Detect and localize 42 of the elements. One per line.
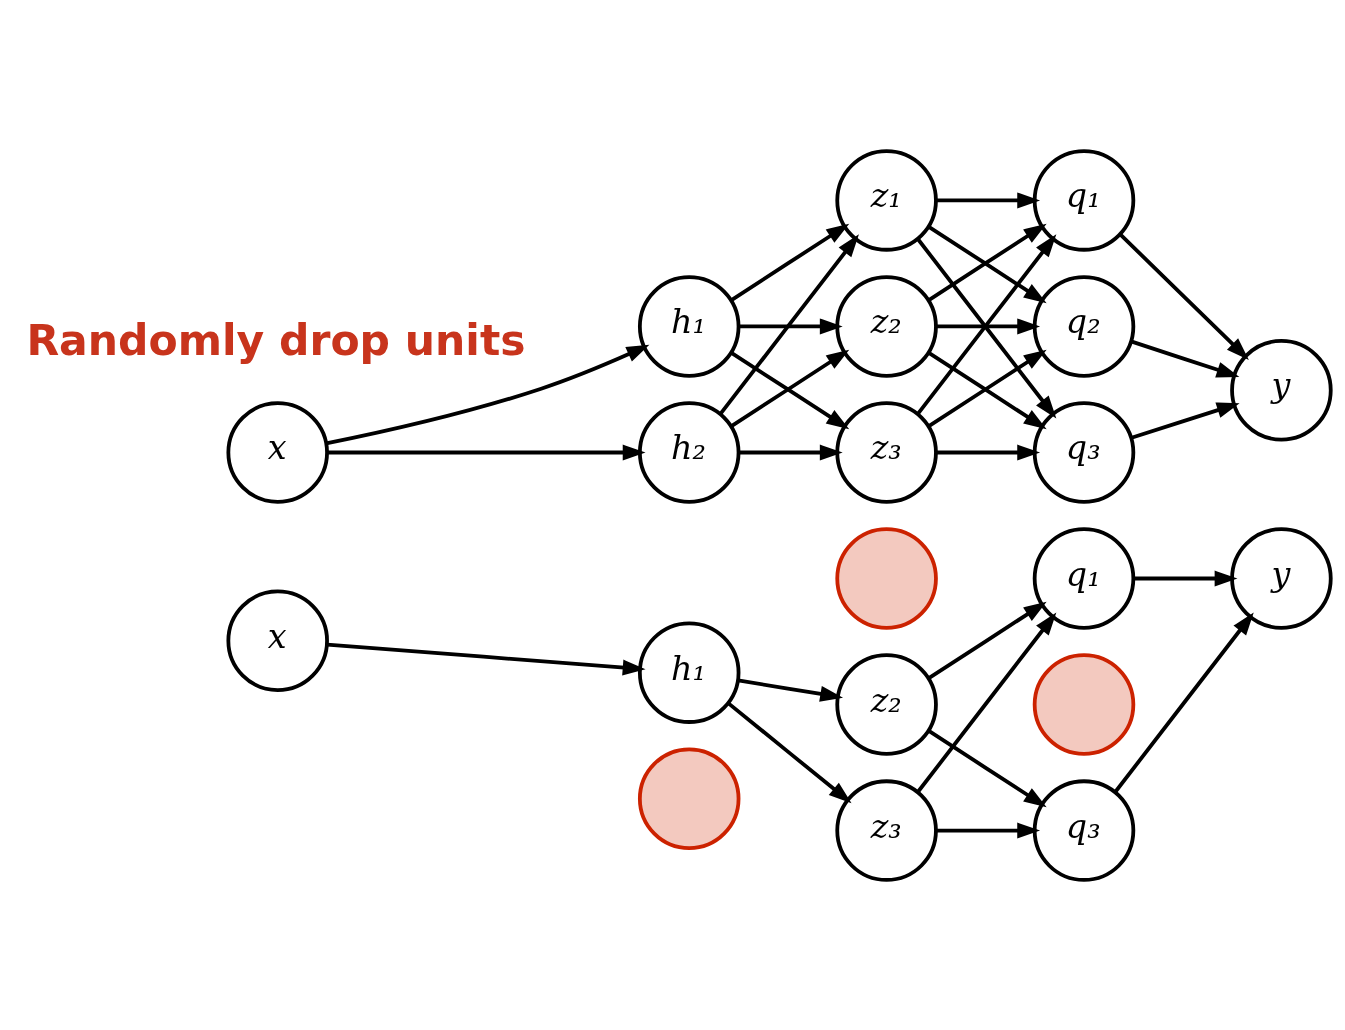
node-circle: q₃ bbox=[1032, 400, 1136, 504]
node-circle: q₁ bbox=[1032, 526, 1136, 630]
arrow bbox=[1130, 339, 1240, 377]
arrow bbox=[325, 344, 650, 445]
node-circle: y bbox=[1230, 338, 1333, 441]
node-circle: x bbox=[226, 400, 329, 504]
arrow bbox=[737, 678, 844, 702]
arrow bbox=[738, 317, 843, 334]
arrow bbox=[738, 444, 843, 460]
node-circle: z₂ bbox=[835, 274, 938, 378]
arrow bbox=[719, 233, 859, 415]
arrow bbox=[727, 701, 852, 803]
label: Randomly drop units bbox=[26, 315, 526, 365]
arrow bbox=[936, 191, 1041, 208]
arrow bbox=[936, 444, 1041, 460]
arrow bbox=[927, 601, 1047, 680]
node-circle bbox=[637, 746, 741, 850]
node-circle: z₃ bbox=[835, 778, 938, 882]
arrow bbox=[327, 444, 646, 460]
node-circle bbox=[835, 526, 938, 630]
arrow bbox=[1118, 232, 1249, 360]
arrow bbox=[1133, 570, 1238, 586]
node-circle: y bbox=[1230, 526, 1333, 630]
node-circle: h₁ bbox=[637, 620, 741, 724]
arrow bbox=[927, 728, 1047, 807]
node-circle: z₂ bbox=[835, 652, 938, 756]
arrow bbox=[730, 223, 850, 302]
arrow bbox=[916, 611, 1057, 793]
arrow bbox=[936, 822, 1041, 839]
node-circle: z₁ bbox=[835, 148, 938, 252]
arrow bbox=[327, 642, 646, 676]
node-circle: x bbox=[226, 589, 329, 692]
arrow bbox=[1131, 401, 1240, 440]
node-circle: h₂ bbox=[637, 400, 741, 504]
arrow bbox=[1113, 611, 1254, 793]
node-circle: q₂ bbox=[1032, 274, 1136, 378]
node-circle bbox=[1032, 652, 1136, 756]
node-circle: z₃ bbox=[835, 400, 938, 504]
node-circle: h₁ bbox=[637, 274, 741, 378]
arrow bbox=[936, 317, 1041, 334]
node-circle: q₃ bbox=[1032, 778, 1136, 882]
node-circle: q₁ bbox=[1032, 148, 1136, 252]
